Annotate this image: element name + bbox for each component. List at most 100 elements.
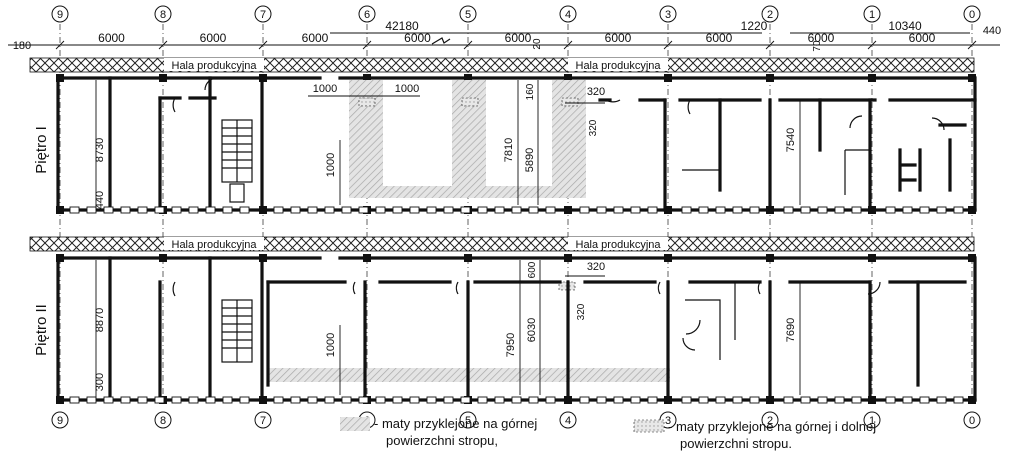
window-mark [222, 396, 233, 404]
window-mark [919, 396, 930, 404]
window-mark [936, 396, 947, 404]
floor-2-dimensions: 8870 300 1000 7950 600 6030 320 320 7690 [94, 260, 801, 400]
axis-bubble-4: 4 [559, 411, 577, 429]
window-mark [698, 396, 709, 404]
window-mark [307, 396, 318, 404]
axis-bubble-2: 2 [761, 411, 779, 429]
dim-offset-right: 440 [983, 25, 1001, 37]
window-mark [120, 206, 131, 214]
window-mark [596, 396, 607, 404]
axis-label: 3 [665, 9, 671, 21]
window-mark [715, 396, 726, 404]
window-mark [154, 396, 165, 404]
axis-label: 5 [465, 415, 471, 427]
window-mark [409, 206, 420, 214]
window-mark [494, 396, 505, 404]
window-mark [324, 396, 335, 404]
window-mark [358, 206, 369, 214]
axis-label: 0 [969, 9, 975, 21]
window-mark [613, 396, 624, 404]
north-flag-icon [431, 37, 451, 45]
floor-1-dimensions: 8730 440 1000 1000 1000 7810 160 5890 32… [94, 80, 801, 210]
window-mark [239, 206, 250, 214]
window-mark [460, 396, 471, 404]
mat-area-top [349, 186, 586, 198]
axis-label: 9 [57, 9, 63, 21]
floor-label-2: Piętro II [33, 304, 50, 356]
axis-label: 3 [665, 415, 671, 427]
axis-label: 7 [260, 9, 266, 21]
window-mark [137, 206, 148, 214]
axis-bubble-5: 5 [459, 411, 477, 429]
hall-strip-bottom: Hala produkcyjna Hala produkcyjna [29, 236, 975, 252]
dim-f2-d1000: 1000 [325, 333, 337, 357]
axis-bubble-8: 8 [154, 411, 172, 429]
window-mark [630, 396, 641, 404]
window-mark [681, 396, 692, 404]
window-mark [290, 206, 301, 214]
window-mark [443, 206, 454, 214]
window-mark [953, 396, 964, 404]
mat-area-both [358, 97, 376, 107]
window-mark [936, 206, 947, 214]
window-mark [800, 396, 811, 404]
window-mark [341, 206, 352, 214]
floor-2-plan [56, 256, 977, 404]
legend-swatch-top [340, 417, 370, 431]
dim-f1-d7540: 7540 [785, 128, 797, 152]
axis-bubble-0: 0 [963, 411, 981, 429]
window-mark [885, 206, 896, 214]
window-mark [171, 206, 182, 214]
window-mark [630, 206, 641, 214]
bay-dimension: 6000 [200, 31, 227, 45]
dim-f2-d320-h: 320 [587, 261, 605, 273]
window-mark [851, 396, 862, 404]
axis-label: 1 [869, 415, 875, 427]
window-mark [290, 396, 301, 404]
hall-label-top-left: Hala produkcyjna [172, 60, 258, 72]
legend-item-both-line2: powierzchni stropu. [680, 436, 792, 451]
window-mark [358, 396, 369, 404]
mat-area-both [561, 97, 579, 107]
axis-bubble-7: 7 [254, 411, 272, 429]
axis-label: 2 [767, 415, 773, 427]
window-mark [69, 396, 80, 404]
window-mark [477, 396, 488, 404]
window-mark [511, 396, 522, 404]
dim-f1-w1000-a: 1000 [313, 83, 337, 95]
dim-small-20: 20 [532, 38, 543, 50]
window-mark [579, 206, 590, 214]
window-mark [375, 206, 386, 214]
window-mark [579, 396, 590, 404]
window-mark [477, 206, 488, 214]
hall-label-top-right: Hala produkcyjna [576, 60, 662, 72]
axis-label: 7 [260, 415, 266, 427]
floor-1-plan [56, 76, 977, 214]
legend-item-both-line1: - maty przyklejone na górnej i dolnej [668, 419, 877, 434]
window-mark [715, 206, 726, 214]
axis-bubble-4: 4 [559, 5, 577, 23]
window-mark [528, 396, 539, 404]
dim-f1-depth-low: 440 [94, 191, 106, 209]
bay-dimension: 6000 [605, 31, 632, 45]
window-mark [392, 206, 403, 214]
dim-f1-d160: 160 [525, 83, 536, 100]
axis-label: 0 [969, 415, 975, 427]
window-mark [902, 396, 913, 404]
axis-bubble-9: 9 [51, 5, 69, 23]
mat-area-both [461, 97, 479, 107]
bay-dimension: 6000 [909, 31, 936, 45]
window-mark [103, 206, 114, 214]
window-mark [919, 206, 930, 214]
dim-f2-d7690: 7690 [785, 318, 797, 342]
window-mark [171, 396, 182, 404]
axis-label: 4 [565, 415, 571, 427]
window-mark [120, 396, 131, 404]
hall-label-bottom-left: Hala produkcyjna [172, 239, 258, 251]
window-mark [528, 206, 539, 214]
axis-bubble-1: 1 [863, 411, 881, 429]
window-mark [749, 206, 760, 214]
axis-bubble-7: 7 [254, 5, 272, 23]
bay-dimension: 6000 [302, 31, 329, 45]
